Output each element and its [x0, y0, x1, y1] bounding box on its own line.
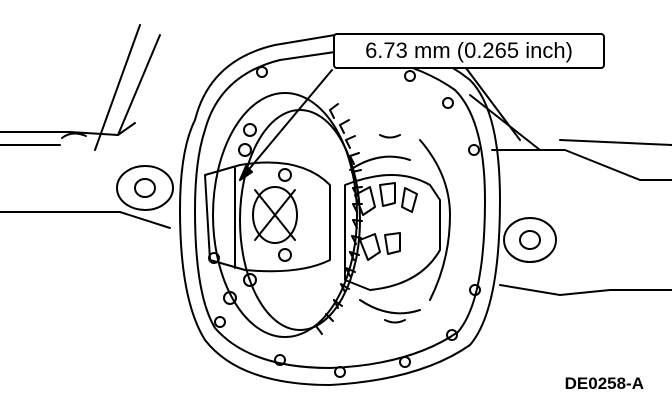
side-gears: [345, 135, 450, 323]
ring-gear-bolts: [224, 124, 291, 304]
differential-case: [205, 163, 330, 272]
background-struts: [95, 25, 520, 150]
ring-gear: [213, 93, 362, 337]
figure-id: DE0258-A: [564, 374, 644, 393]
left-mount-boss: [117, 166, 173, 210]
housing-flange: [180, 35, 500, 385]
right-mount-boss: [504, 218, 556, 262]
right-axle-tube: [470, 95, 672, 295]
measurement-callout: 6.73 mm (0.265 inch): [333, 33, 605, 69]
callout-arrow: [240, 70, 332, 180]
left-axle-tube: [0, 123, 170, 228]
